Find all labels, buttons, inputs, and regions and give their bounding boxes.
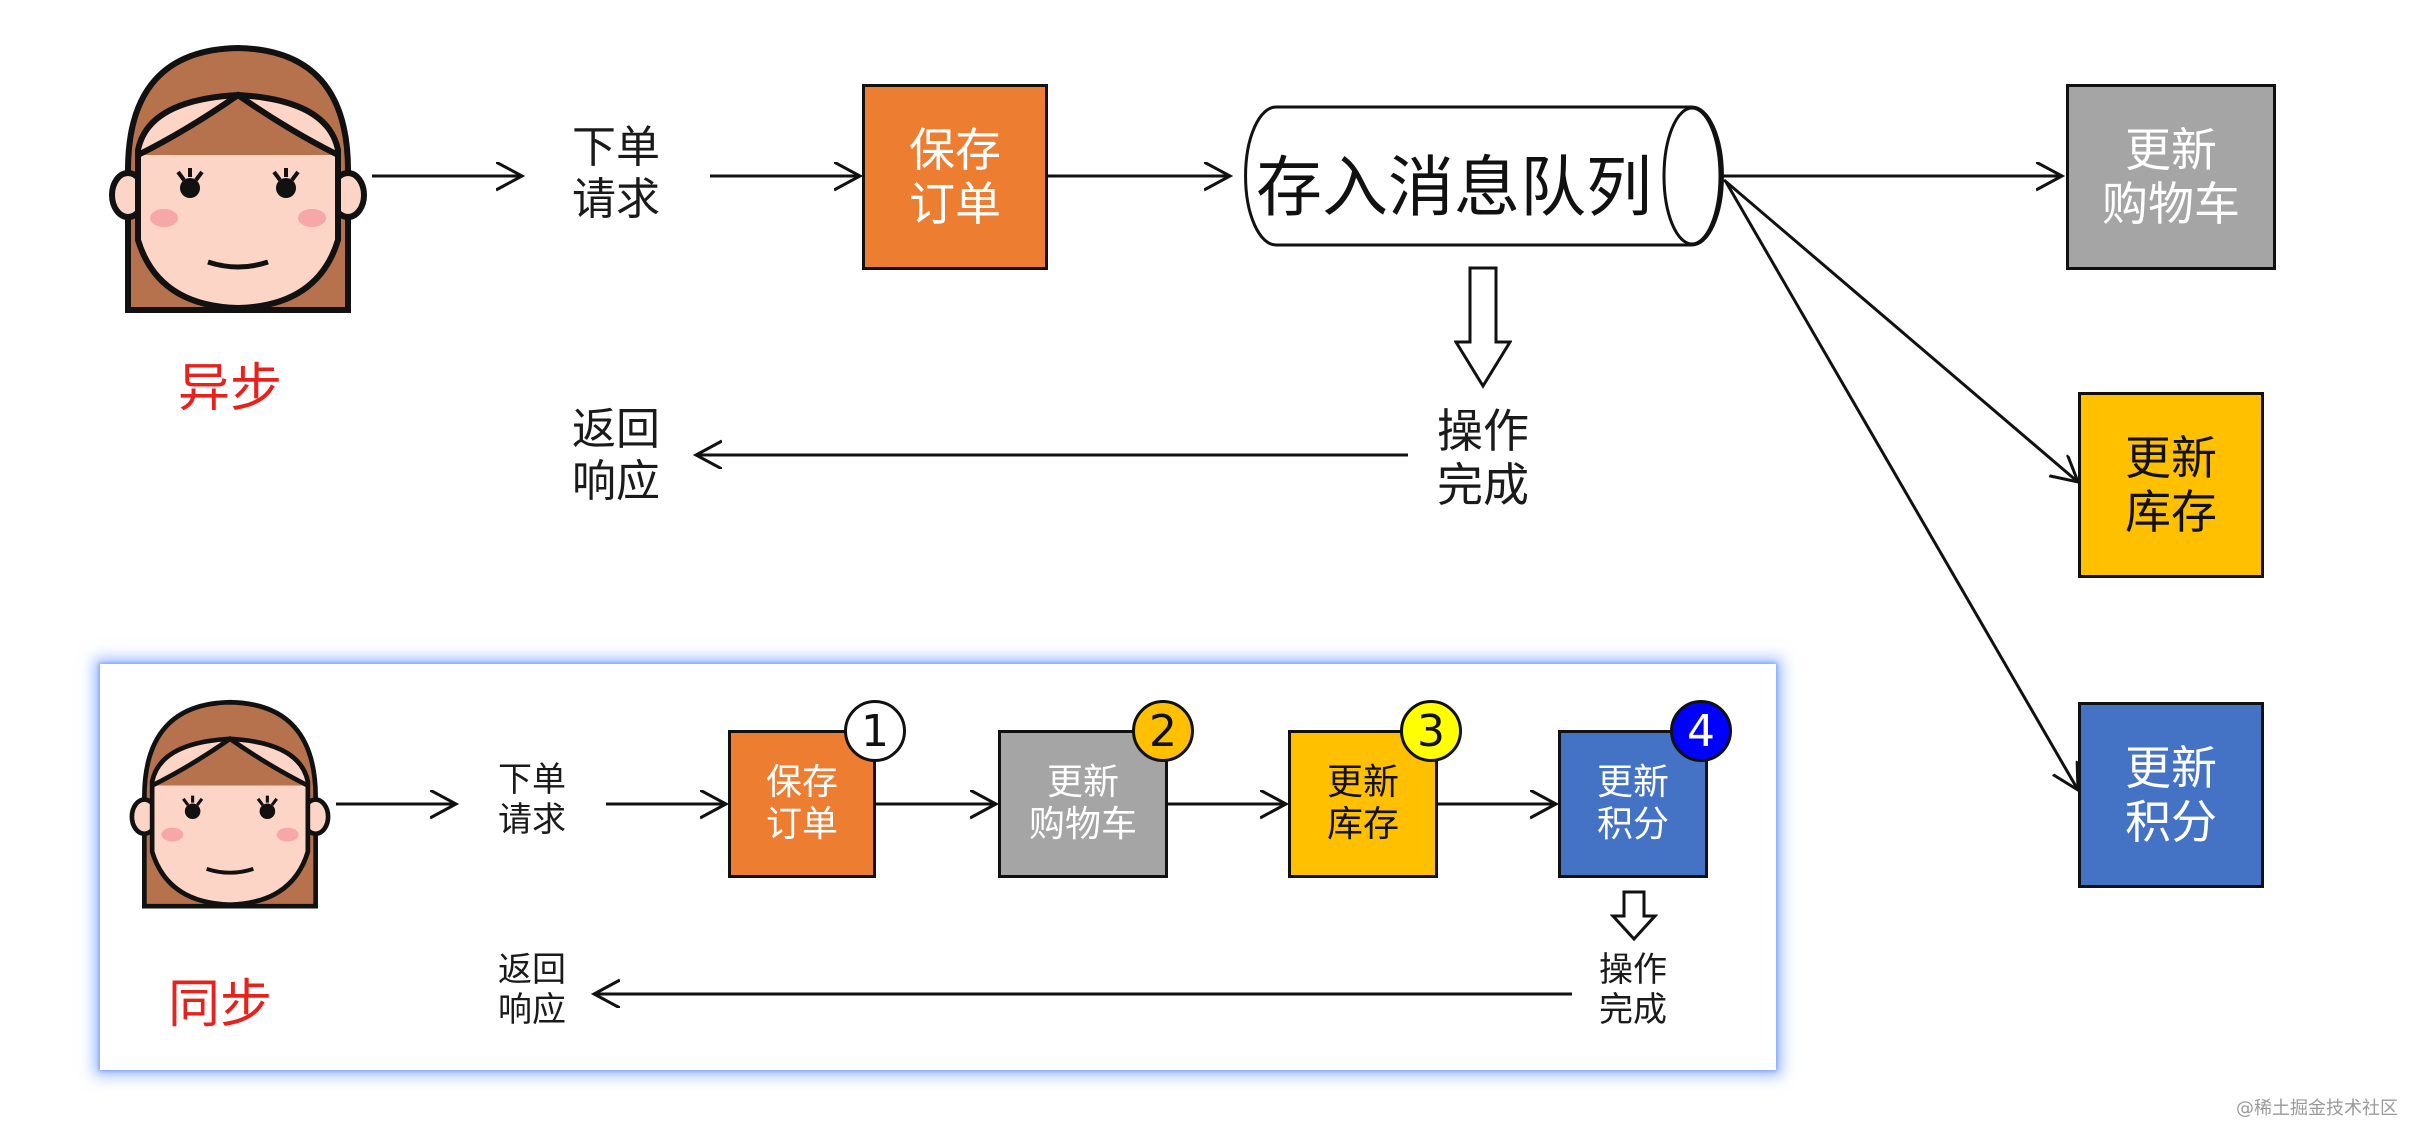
sync-save-order-box: 保存 订单	[728, 730, 876, 878]
arrow-queue-to-points	[1724, 181, 2078, 790]
sync-return-response-line1: 返回	[498, 950, 566, 990]
sync-operation-done-line1: 操作	[1599, 950, 1667, 990]
sync-update-cart-line1: 更新	[1046, 761, 1119, 803]
async-return-response-line1: 返回	[572, 404, 660, 455]
step-3-badge: 3	[1400, 700, 1462, 762]
async-save-order-box: 保存 订单	[862, 84, 1048, 270]
sync-order-request-line1: 下单	[498, 760, 566, 800]
async-update-stock-box: 更新 库存	[2078, 392, 2264, 578]
hollow-down-arrow-icon	[1454, 266, 1512, 389]
async-save-order-line1: 保存	[909, 122, 1001, 177]
async-operation-done-line1: 操作	[1437, 404, 1529, 458]
sync-return-response-line2: 响应	[498, 990, 566, 1031]
async-order-request-line2: 请求	[572, 173, 660, 225]
queue-label: 存入消息队列	[1256, 149, 1652, 226]
sync-update-cart-line2: 购物车	[1028, 804, 1137, 845]
sync-order-request-line2: 请求	[498, 800, 566, 841]
sync-operation-done-label: 操作 完成	[1574, 950, 1692, 1030]
sync-update-points-line2: 积分	[1596, 804, 1669, 845]
async-update-points-box: 更新 积分	[2078, 702, 2264, 888]
async-return-response-line2: 响应	[572, 455, 660, 507]
sync-update-cart-box: 更新 购物车	[998, 730, 1168, 878]
arrow-queue-to-stock	[1723, 178, 2078, 482]
message-queue-cylinder-icon	[1244, 105, 1724, 247]
async-update-points-line1: 更新	[2125, 740, 2217, 795]
async-update-cart-line1: 更新	[2125, 122, 2217, 177]
sync-update-points-box: 更新 积分	[1558, 730, 1708, 878]
async-order-request-line1: 下单	[572, 122, 660, 173]
sync-panel	[100, 664, 1776, 1070]
async-order-request-label: 下单 请求	[546, 122, 686, 226]
sync-save-order-line1: 保存	[765, 761, 838, 803]
watermark: @稀土掘金技术社区	[2236, 1098, 2398, 1119]
async-update-stock-line1: 更新	[2125, 430, 2217, 485]
async-mode-label: 异步	[178, 359, 283, 419]
async-operation-done-label: 操作 完成	[1410, 404, 1556, 513]
sync-update-stock-line2: 库存	[1326, 804, 1399, 845]
async-save-order-line2: 订单	[909, 177, 1001, 231]
step-4-badge: 4	[1670, 700, 1732, 762]
girl-avatar-icon	[129, 699, 331, 909]
step-1-badge: 1	[844, 700, 906, 762]
step-2-badge: 2	[1132, 700, 1194, 762]
sync-update-points-line1: 更新	[1596, 761, 1669, 803]
sync-order-request-label: 下单 请求	[472, 760, 592, 840]
async-update-cart-line2: 购物车	[2102, 177, 2240, 231]
sync-operation-done-line2: 完成	[1599, 990, 1667, 1031]
async-update-cart-box: 更新 购物车	[2066, 84, 2276, 270]
async-return-response-label: 返回 响应	[546, 404, 686, 508]
sync-mode-label: 同步	[168, 975, 273, 1035]
async-operation-done-line2: 完成	[1437, 458, 1529, 513]
async-update-stock-line2: 库存	[2125, 485, 2217, 539]
sync-update-stock-line1: 更新	[1326, 761, 1399, 803]
sync-save-order-line2: 订单	[765, 804, 838, 845]
girl-avatar-icon	[109, 44, 367, 313]
sync-return-response-label: 返回 响应	[472, 950, 592, 1030]
hollow-down-arrow-icon	[1610, 890, 1658, 942]
async-update-points-line2: 积分	[2125, 795, 2217, 849]
